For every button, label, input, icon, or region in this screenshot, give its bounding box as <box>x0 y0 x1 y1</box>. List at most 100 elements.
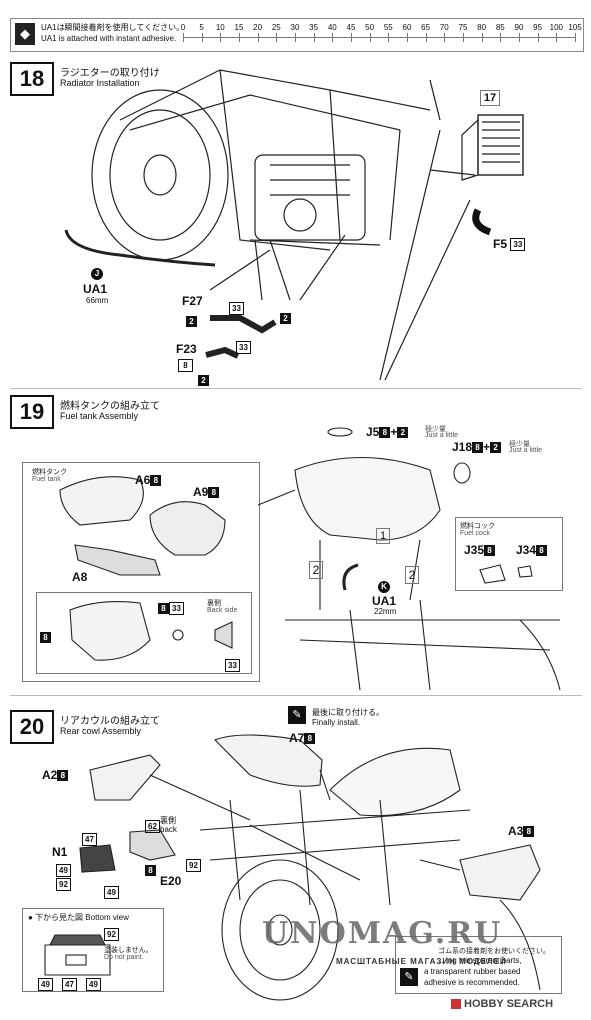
part-17-label: 17 <box>480 90 500 106</box>
ruler-tick-mark <box>220 33 222 42</box>
color-ref: 92 <box>104 928 119 942</box>
color-ref: 8 <box>523 826 535 838</box>
color-ref: 47 <box>82 833 97 847</box>
ruler-tick-mark <box>276 33 278 42</box>
fuel-cock-jp: 燃料コック <box>460 523 495 530</box>
color-ref: 49 <box>104 886 119 900</box>
ruler-tick-mark <box>332 33 334 42</box>
color-ref: 49 <box>38 978 53 992</box>
ruler-tick: 75 <box>458 23 468 32</box>
part-j18-name: J18 <box>452 440 473 454</box>
back-side-en: Back side <box>207 607 238 614</box>
color-ref: 62 <box>145 820 160 834</box>
color-ref: 8 <box>178 357 193 375</box>
ruler-tick: 65 <box>421 23 431 32</box>
rubber-adhesive-note <box>395 936 562 994</box>
part-j35-name: J35 <box>464 543 485 557</box>
rubber-adhesive-en-2: a transparent rubber based <box>424 967 521 976</box>
adhesive-note-en: UA1 is attached with instant adhesive. <box>41 34 177 43</box>
paint-ref: 2 <box>280 310 291 328</box>
ruler-tick: 105 <box>568 23 582 32</box>
bottom-view-ref: 49 <box>86 976 101 994</box>
part-a9-name: A9 <box>193 485 209 499</box>
step-title-en: Fuel tank Assembly <box>60 411 139 421</box>
part-a2-name: A2 <box>42 768 58 782</box>
color-ref: 8 <box>145 865 156 877</box>
color-ref: 33 <box>229 300 244 318</box>
bottom-view-box <box>22 908 164 992</box>
color-ref: 49 <box>86 978 101 992</box>
no-paint-jp: 塗装しません。 <box>104 947 153 954</box>
ruler-tick-mark <box>481 33 483 42</box>
logo-icon <box>451 999 461 1010</box>
paint-ref: 2 <box>186 313 197 331</box>
ruler-tick-mark <box>407 33 408 42</box>
color-ref: 33 <box>225 659 240 673</box>
part-f27-label: F27 <box>182 294 203 308</box>
ruler-tick: 40 <box>327 23 337 32</box>
watermark-sub: МАСШТАБНЫЕ МАГАЗИН МОДЕЛЕЙ <box>336 957 507 966</box>
ua1-length: 22mm <box>374 607 397 616</box>
color-ref: 49 <box>56 864 71 878</box>
ruler-tick: 100 <box>549 23 563 32</box>
pencil-icon: ✎ <box>400 968 418 986</box>
ruler-tick-mark <box>239 33 240 42</box>
section-divider <box>10 388 582 389</box>
step-title-jp: ラジエターの取り付け <box>60 68 160 79</box>
color-ref: 8 <box>484 545 496 557</box>
ruler-tick-mark <box>201 33 203 42</box>
bottom-view-ref: 49 <box>38 976 53 994</box>
adhesive-note-jp: UA1は瞬間接着剤を使用してください。 <box>41 23 185 32</box>
ruler-tick: 90 <box>514 23 524 32</box>
step-title-en: Radiator Installation <box>60 78 140 88</box>
ruler-tick-mark <box>463 33 464 42</box>
ruler-tick: 45 <box>346 23 356 32</box>
color-ref: 8 <box>150 475 162 487</box>
color-ref: 8 <box>40 632 51 644</box>
ua1-label: UA1 <box>83 282 108 296</box>
ruler-tick-mark <box>575 33 576 42</box>
part-f5-name: F5 <box>493 237 508 251</box>
just-a-little-en: Just a little <box>425 432 459 439</box>
fuel-cock-en: Fuel cock <box>460 530 490 537</box>
adhesive-note-header: ◆ UA1は瞬間接着剤を使用してください。 UA1 is attached wi… <box>10 18 584 52</box>
paint-ref: 2 <box>490 442 502 454</box>
ruler-tick-mark <box>369 33 371 42</box>
part-f23-label: F23 <box>176 342 197 356</box>
bottom-view-ref: 47 <box>62 976 77 994</box>
just-a-little-jp: 極少量 <box>425 426 446 433</box>
paint-ref-value: 2 <box>280 313 291 325</box>
ruler-tick-mark <box>444 33 446 42</box>
color-ref: 92 <box>56 878 71 892</box>
bottom-view-ref: 92 <box>104 926 119 944</box>
ruler-tick-mark <box>388 33 390 42</box>
callout-2: 2 <box>405 566 419 584</box>
color-ref: 8 <box>304 733 316 745</box>
paint-ref-value: 2 <box>198 375 209 387</box>
color-ref: 47 <box>62 978 77 992</box>
part-e20-label: E20 <box>160 874 182 888</box>
hobby-search-logo: HOBBY SEARCH <box>451 998 553 1010</box>
n1-ref: 49 <box>104 884 119 902</box>
final-install-en: Finally install. <box>312 718 361 727</box>
color-ref-value: 33 <box>236 341 251 355</box>
part-a7-name: A7 <box>289 731 305 745</box>
ruler-tick-mark <box>295 33 296 42</box>
bottom-view-jp: 下から見た図 <box>35 913 84 922</box>
ruler-tick: 25 <box>271 23 281 32</box>
ruler-tick-mark <box>257 33 259 42</box>
bottom-view-en: Bottom view <box>85 913 129 922</box>
step-title-jp: リアカウルの組み立て <box>60 716 160 727</box>
rubber-adhesive-en-1: …ing transparent parts, <box>438 956 522 965</box>
ruler-tick: 35 <box>309 23 319 32</box>
ruler-tick-mark <box>313 33 315 42</box>
paint-ref-value: 2 <box>186 316 197 328</box>
color-ref: 8 <box>208 487 220 499</box>
part-a6-name: A6 <box>135 473 151 487</box>
step-number: 18 <box>10 62 54 96</box>
